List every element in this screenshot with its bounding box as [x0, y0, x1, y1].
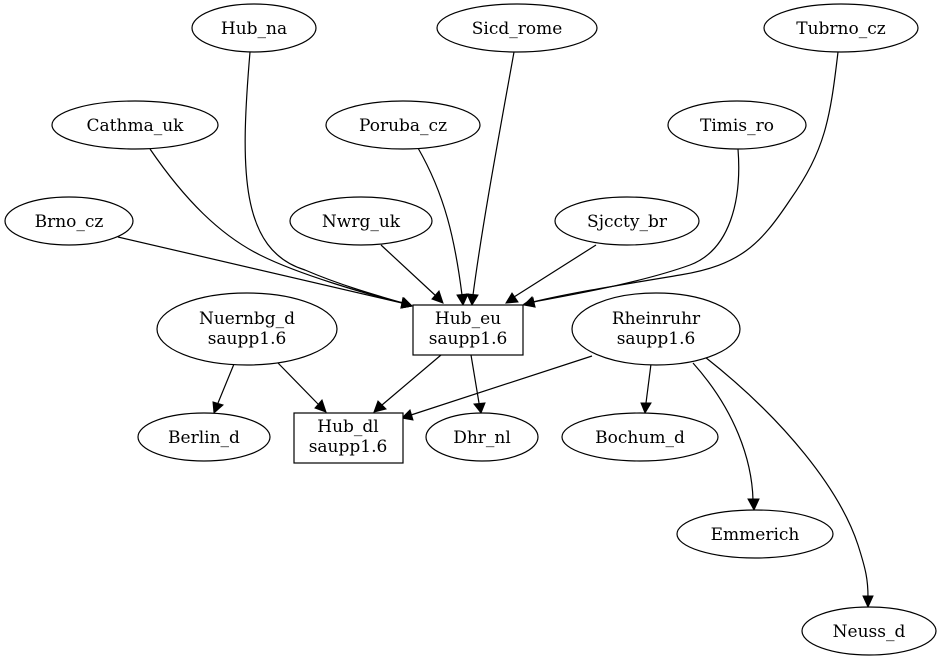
- node-label: Tubrno_cz: [796, 19, 886, 39]
- edge-rheinruhr-to-bochum-d: [640, 363, 652, 415]
- edge-brno-cz-to-hub-eu: [117, 236, 414, 309]
- node-label: Poruba_cz: [359, 116, 447, 136]
- node-sjccty-br[interactable]: Sjccty_br: [554, 196, 700, 246]
- edge-hub-na-to-hub-eu: [244, 51, 414, 309]
- edge-tubrno-cz-to-hub-eu: [522, 51, 839, 308]
- edge-timis-ro-to-hub-eu: [522, 148, 740, 308]
- node-label: Timis_ro: [700, 116, 774, 136]
- node-label: Nuernbg_d: [199, 309, 295, 329]
- node-label: Hub_na: [221, 19, 287, 39]
- node-sicd-rome[interactable]: Sicd_rome: [436, 3, 598, 53]
- edge-hub-eu-to-hub-dl: [373, 354, 442, 413]
- node-label: Neuss_d: [833, 622, 906, 642]
- node-sublabel: saupp1.6: [429, 329, 508, 349]
- node-label: Emmerich: [711, 525, 800, 545]
- node-sublabel: saupp1.6: [208, 329, 287, 349]
- node-nwrg-uk[interactable]: Nwrg_uk: [289, 196, 433, 246]
- node-sublabel: saupp1.6: [617, 329, 696, 349]
- node-neuss-d[interactable]: Neuss_d: [801, 606, 937, 656]
- node-label: Bochum_d: [595, 428, 685, 448]
- nodes: Hub_na Sicd_rome Tubrno_cz Cathma_uk Por…: [4, 3, 937, 656]
- node-rheinruhr[interactable]: Rheinruhr saupp1.6: [571, 292, 741, 366]
- node-bochum-d[interactable]: Bochum_d: [561, 412, 719, 462]
- node-sublabel: saupp1.6: [309, 437, 388, 457]
- node-timis-ro[interactable]: Timis_ro: [667, 100, 807, 150]
- node-label: Dhr_nl: [453, 428, 511, 448]
- node-hub-eu[interactable]: Hub_eu saupp1.6: [412, 304, 524, 356]
- node-tubrno-cz[interactable]: Tubrno_cz: [763, 3, 919, 53]
- edge-nwrg-uk-to-hub-eu: [380, 244, 444, 304]
- node-label: Rheinruhr: [612, 309, 701, 329]
- node-hub-dl[interactable]: Hub_dl saupp1.6: [293, 412, 404, 464]
- node-cathma-uk[interactable]: Cathma_uk: [51, 100, 219, 150]
- node-label: Cathma_uk: [87, 116, 185, 136]
- node-brno-cz[interactable]: Brno_cz: [4, 196, 134, 246]
- edge-nuernbg-d-to-hub-dl: [277, 362, 327, 413]
- node-label: Brno_cz: [35, 212, 104, 232]
- edges: [117, 51, 874, 609]
- edge-nuernbg-d-to-berlin-d: [212, 363, 235, 415]
- edge-rheinruhr-to-emmerich: [692, 362, 760, 512]
- node-hub-na[interactable]: Hub_na: [191, 3, 317, 53]
- node-label: Berlin_d: [168, 428, 240, 448]
- node-label: Hub_eu: [435, 309, 501, 329]
- node-label: Nwrg_uk: [322, 212, 401, 232]
- node-label: Sjccty_br: [587, 212, 668, 232]
- node-dhr-nl[interactable]: Dhr_nl: [425, 412, 539, 462]
- node-berlin-d[interactable]: Berlin_d: [137, 412, 271, 462]
- node-label: Sicd_rome: [472, 19, 563, 39]
- node-label: Hub_dl: [317, 417, 378, 437]
- edge-rheinruhr-to-neuss-d: [704, 356, 874, 609]
- edge-sjccty-br-to-hub-eu: [505, 244, 597, 304]
- edge-poruba-cz-to-hub-eu: [417, 147, 469, 307]
- node-emmerich[interactable]: Emmerich: [676, 509, 834, 559]
- edge-hub-eu-to-dhr-nl: [470, 354, 486, 414]
- node-nuernbg-d[interactable]: Nuernbg_d saupp1.6: [156, 292, 338, 366]
- edge-sicd-rome-to-hub-eu: [466, 51, 515, 307]
- edge-rheinruhr-to-hub-dl: [400, 355, 593, 421]
- node-poruba-cz[interactable]: Poruba_cz: [325, 100, 481, 150]
